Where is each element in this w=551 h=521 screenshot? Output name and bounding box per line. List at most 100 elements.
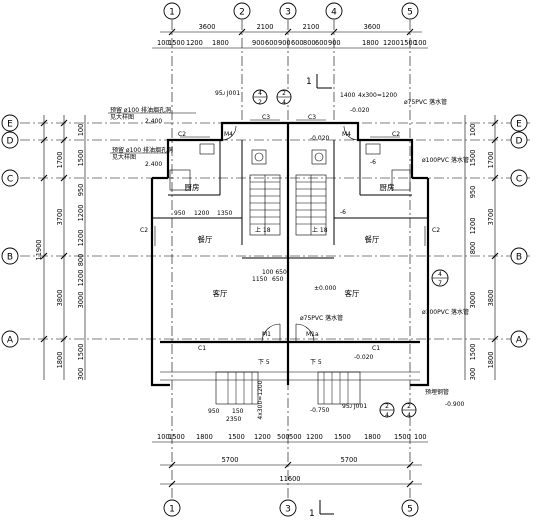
axis-label: D [7,137,14,147]
dim-right-outer: 3800 [487,290,495,307]
dim-right-inner: 100 [469,124,477,137]
window-c3-b: C3 [308,114,316,121]
top-dimensions: 3600 2100 2100 3600 100 1500 1200 1800 9… [152,23,428,49]
window-c1-a: C1 [198,345,206,352]
room-dining-right: 餐厅 [365,235,380,244]
dim-top-1-2: 3600 [199,23,216,31]
detail-sheet: 4 [407,412,411,419]
axis-label: C [7,175,13,185]
detail-num: 4 [258,90,262,97]
dim-left-outer: 3700 [56,209,64,226]
detail-num: 2 [385,403,389,410]
axis-bubble-left-B: B [1,247,19,265]
axis-label: 3 [285,8,291,18]
dim-bottom-detail: 1500 [228,433,245,441]
room-dining-left: 餐厅 [198,235,213,244]
axis-bubble-top-4: 4 [325,2,343,20]
pvc-75-downpipe-mid: ø75PVC 落水管 [300,314,343,322]
dim-bottom-detail: 1500 [334,433,351,441]
door-m4b: M4 [342,131,351,138]
dim-bottom-detail: 100 [414,433,427,441]
grid-lines [20,20,530,500]
dim-right-inner: 3000 [469,292,477,309]
axis-label: 4 [331,8,337,18]
dim-left-inner: 300 [77,368,85,381]
dim-1150: 1150 [252,276,267,283]
dim-top-detail: 1200 [186,39,203,47]
dim-left-outer: 1700 [56,152,64,169]
bottom-axis-bubbles: 1 3 5 [163,499,419,517]
note-exhaust-hole-top: 预留 ø100 排油烟孔洞 [110,106,171,114]
right-axis-bubbles: E D C B A [510,114,528,348]
axis-bubble-right-D: D [510,131,528,149]
dim-bottom-half-left: 5700 [222,456,239,464]
elevation-0020-c3: -0.020 [310,135,330,142]
dim-left-inner: 100 [77,124,85,137]
axis-label: 3 [285,505,291,515]
dim-left-outer: 3800 [56,290,64,307]
axis-label: 5 [407,505,413,515]
axis-label: D [516,137,523,147]
std-detail-ref-bottom: 95ᴊ J001 [342,403,367,410]
section-marker-top: 1 [306,74,332,89]
left-dimensions: 1700 3700 3800 1800 11900 100 1500 950 1… [35,115,86,381]
room-kitchen-left: 厨房 [185,182,200,192]
top-axis-bubbles: 1 2 3 4 5 [163,2,419,20]
axis-label: 1 [169,8,175,18]
dim-1350: 1350 [217,210,232,217]
dim-left-inner: 1500 [77,344,85,361]
detail-sheet: 2 [258,99,262,106]
dim-bottom-detail: 1200 [254,433,271,441]
dim-left-inner: 1200 [77,205,85,222]
dim-top-3-4: 2100 [303,23,320,31]
axis-bubble-left-E: E [1,114,19,132]
dim-top-detail: 900 [278,39,291,47]
dim-bottom-detail: 500 [277,433,290,441]
window-c2-b: C2 [392,131,400,138]
detail-sheet: 4 [385,412,389,419]
dim-bottom-detail: 1200 [306,433,323,441]
dim-top-detail: 600 [265,39,278,47]
doors [221,125,359,343]
dim-left-outer: 1800 [56,352,64,369]
dim-left-inner: 1500 [77,150,85,167]
axis-bubble-right-A: A [510,330,528,348]
dim-left-inner: 950 [77,184,85,197]
dim-150: 150 [232,408,244,415]
axis-label: 5 [407,8,413,18]
axis-label: E [7,120,13,130]
dim-right-inner: 1500 [469,150,477,167]
dim-left-inner: 3000 [77,292,85,309]
axis-bubble-bottom-1: 1 [163,499,181,517]
axis-bubble-top-1: 1 [163,2,181,20]
detail-num: 2 [407,403,411,410]
dim-top-detail: 1500 [168,39,185,47]
window-c3-a: C3 [262,114,270,121]
stair-up-right: 上 18 [312,226,328,234]
window-c2-d: C2 [432,227,440,234]
dim-right-outer: 1800 [487,352,495,369]
left-axis-bubbles: E D C B A [1,114,19,348]
dim-right-inner: 1500 [469,344,477,361]
axis-label: 1 [169,505,175,515]
detail-num: 2 [282,90,286,97]
elevation-0750: -0.750 [310,407,330,414]
dim-top-detail: 900 [328,39,341,47]
dim-1400: 1400 [340,92,355,99]
detail-num-right: 4 [438,271,442,278]
dim-100-650: 100 650 [262,269,287,276]
axis-bubble-bottom-5: 5 [401,499,419,517]
pvc-100-downpipe-right2: ø100PVC 落水管 [422,308,469,316]
elevation-0020-top: -0.020 [350,107,370,114]
door-m1: M1 [262,331,271,338]
room-living-right: 客厅 [345,288,360,298]
room-labels: 厨房 厨房 餐厅 餐厅 客厅 客厅 [185,182,395,298]
dim-bottom-detail: 500 [289,433,302,441]
elevation-0020-bot: -0.020 [354,354,374,361]
window-c2-c: C2 [140,227,148,234]
axis-bubble-top-3: 3 [279,2,297,20]
dim-bottom-detail: 100 [157,433,170,441]
dim-top-detail: 100 [414,39,427,47]
dim-950b: 950 [208,408,220,415]
